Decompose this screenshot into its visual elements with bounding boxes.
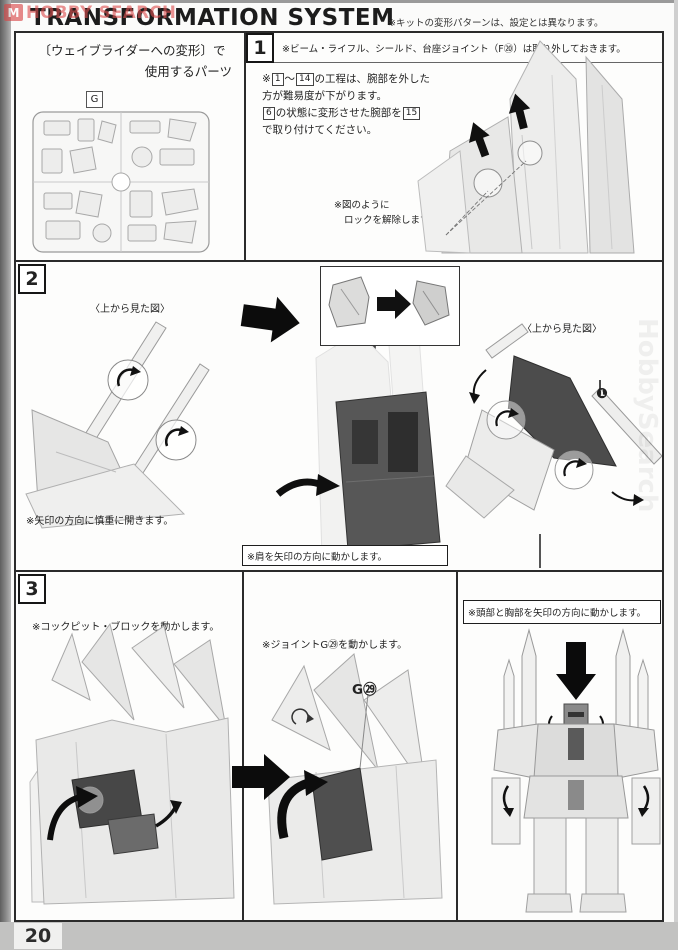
step3-number: 3: [18, 574, 46, 604]
scan-spine-shadow: [0, 0, 11, 950]
step3-middle-figure: [267, 653, 443, 905]
step1-body-f3: の工程は、腕部を外した: [314, 73, 431, 85]
step1-header-note: ※ビーム・ライフル、シールド、台座ジョイント（F⑳）は取り外しておきます。: [282, 44, 626, 55]
rotate-tag-icon: [291, 708, 314, 725]
runner-parts: [41, 118, 199, 244]
step2-marker-1: ❶: [596, 386, 608, 402]
step3-left-figure: [29, 622, 235, 905]
step1-number: 1: [246, 33, 274, 63]
step1-body-f5: の状態に変形させた腕部を: [275, 107, 402, 119]
curve-arrow-icon: [469, 369, 487, 404]
caption-leader-lines: [445, 160, 527, 236]
step2-number: 2: [18, 264, 46, 294]
step2-top-view-label-left: 〈上から見た図〉: [90, 304, 170, 315]
move-arrow-icon: [275, 474, 340, 497]
rotate-arrow-icon: [502, 785, 514, 817]
runner-g-label: G: [86, 91, 103, 108]
step3-divider-2: [456, 572, 458, 920]
curve-arrow-icon: [155, 800, 182, 828]
page-number: 20: [14, 923, 62, 949]
hobby-search-watermark-text: HOBBY SEARCH: [26, 3, 177, 22]
step2-caption-center: ※肩を矢印の方向に動かします。: [242, 545, 448, 566]
rotate-arrow-icon: [116, 366, 141, 387]
step2-inset-box: [320, 266, 460, 346]
transform-arrow-icon: [240, 296, 300, 343]
step2-section: 2 〈上から見た図〉 〈上から見た図〉: [14, 262, 664, 570]
step3-main-illustration: [29, 622, 661, 913]
transform-arrow-icon: [232, 754, 290, 800]
page-title: TRANSFORMATION SYSTEM: [30, 5, 395, 31]
side-watermark-text: HobbySearch: [632, 318, 662, 513]
step3-right-figure: [491, 628, 661, 913]
hobby-search-logo-icon: M: [4, 4, 23, 21]
scan-edge-top: [0, 0, 678, 3]
step1-backpack-illustration: [417, 40, 635, 254]
rotate-arrow-icon: [164, 426, 189, 447]
up-arrow-icon: [508, 93, 531, 130]
hobby-search-watermark: M HOBBY SEARCH: [4, 3, 176, 22]
step2-inset-parts-illustration: [328, 276, 450, 328]
step3-divider-1: [242, 572, 244, 920]
curve-arrow-icon: [611, 491, 644, 506]
step2-right-waverider: [445, 323, 662, 519]
step1-body-n2: 14: [296, 73, 314, 87]
step2-caption-left: ※矢印の方向に慎重に開きます。: [26, 516, 174, 527]
step1-body-n1: 1: [271, 73, 284, 87]
step3-caption-center: ※ジョイントG㉙を動かします。: [262, 640, 408, 651]
step2-panel-divider: [539, 534, 541, 568]
parts-panel: 〔ウェイブライダーへの変形〕で 使用するパーツ G: [16, 33, 246, 260]
step1-body-f1: ※: [262, 73, 271, 85]
up-arrow-icon: [468, 122, 490, 158]
step1-caption: ※図のように ロックを解除します。: [334, 199, 438, 228]
step1-body-f4: 方が難易度が下がります。: [262, 90, 387, 102]
step3-caption-left: ※コックピット・ブロックを動かします。: [32, 622, 220, 633]
step1-body-f6: で取り付けてください。: [262, 124, 378, 136]
rotate-arrow-icon: [561, 458, 587, 477]
step1-section: 〔ウェイブライダーへの変形〕で 使用するパーツ G: [14, 31, 664, 262]
runner-g-illustration: [32, 111, 210, 253]
step3-joint-g-label: G㉙: [352, 682, 377, 698]
step2-center-figure: [275, 321, 441, 559]
curve-arrow-icon: [47, 786, 98, 841]
rotate-arrow-icon: [638, 785, 650, 817]
parts-heading-line1: 〔ウェイブライダーへの変形〕で: [38, 43, 226, 58]
step2-top-view-label-right: 〈上から見た図〉: [522, 324, 602, 335]
step3-section: 3 ※コックピット・ブロックを動かします。 ※ジョイントG㉙を動かします。 G㉙…: [14, 570, 664, 922]
step3-caption-right: ※頭部と胸部を矢印の方向に動かします。: [463, 600, 661, 624]
step2-main-illustration: [25, 321, 662, 559]
curve-arrow-icon: [277, 770, 328, 839]
step1-body-f2: ～: [284, 73, 296, 85]
title-note: ※キットの変形パターンは、設定とは異なります。: [388, 18, 604, 29]
right-arrow-icon: [377, 289, 411, 319]
scan-edge-right: [674, 0, 678, 950]
parts-heading-line2: 使用するパーツ: [144, 64, 232, 79]
step2-left-waverider: [25, 321, 210, 529]
step1-body-n3: 6: [263, 107, 275, 121]
down-arrow-icon: [556, 642, 596, 700]
rotate-arrow-icon: [493, 408, 519, 427]
step1-body-n4: 15: [402, 107, 421, 121]
footer-strip: [0, 922, 678, 950]
step1-caption-line1: ※図のように: [334, 200, 390, 211]
step1-header-rule: [246, 62, 662, 63]
step1-caption-line2: ロックを解除します。: [344, 214, 439, 226]
